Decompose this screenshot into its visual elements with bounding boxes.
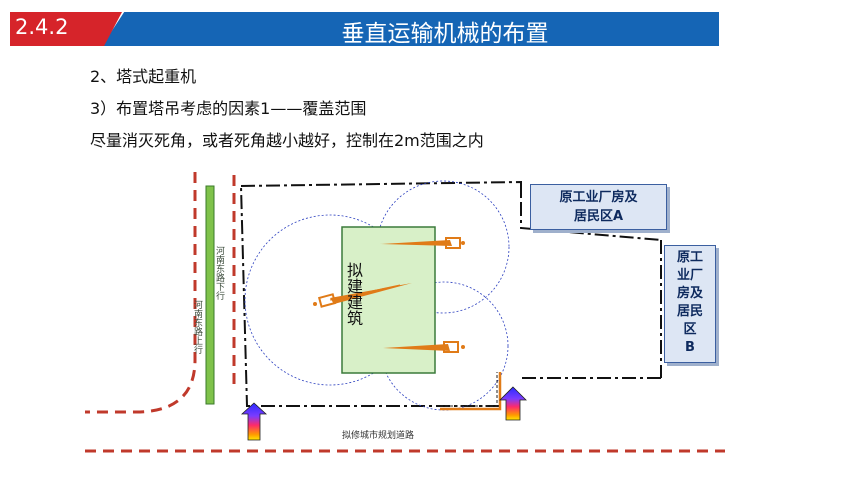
road-up-label: 河南东路上行 xyxy=(192,300,202,354)
box-a-line-1: 原工业厂房及 xyxy=(559,190,638,205)
green-strip xyxy=(205,185,215,405)
header-section-badge xyxy=(10,12,122,46)
content-line-3: 尽量消灭死角，或者死角越小越好，控制在2m范围之内 xyxy=(90,131,484,150)
road-up-line xyxy=(85,172,197,414)
header-title-bar xyxy=(102,12,719,46)
box-b-line: 原工 xyxy=(676,250,703,265)
box-a-line-2: 居民区A xyxy=(573,209,624,224)
tower-crane-icon xyxy=(383,341,465,353)
coverage-circle-1 xyxy=(376,180,510,314)
box-b-line: 居民 xyxy=(676,304,703,319)
box-b-line: 房及 xyxy=(676,286,703,301)
box-b-line: 业厂 xyxy=(676,268,703,283)
site-boundary xyxy=(240,180,662,407)
entrance-arrow-icon xyxy=(499,386,527,421)
box-b-line: 区 xyxy=(683,322,697,337)
page-title: 垂直运输机械的布置 xyxy=(341,21,549,47)
tower-crane-icon xyxy=(380,237,465,249)
section-number: 2.4.2 xyxy=(15,15,69,39)
residential-area-b-box: 原工 业厂 房及 居民 区 B xyxy=(664,245,716,363)
entrance-arrow-icon xyxy=(240,402,268,441)
road-down-label: 河南东路下行 xyxy=(214,246,224,300)
tower-crane-icon xyxy=(313,283,412,308)
residential-area-a-box: 原工业厂房及 居民区A xyxy=(530,184,667,230)
content-line-2: 3）布置塔吊考虑的因素1——覆盖范围 xyxy=(90,99,367,118)
box-b-line: B xyxy=(685,340,695,355)
content-line-1: 2、塔式起重机 xyxy=(90,67,197,86)
building-label: 拟建建筑 xyxy=(344,262,363,326)
planned-road-label: 拟修城市规划道路 xyxy=(342,431,415,441)
